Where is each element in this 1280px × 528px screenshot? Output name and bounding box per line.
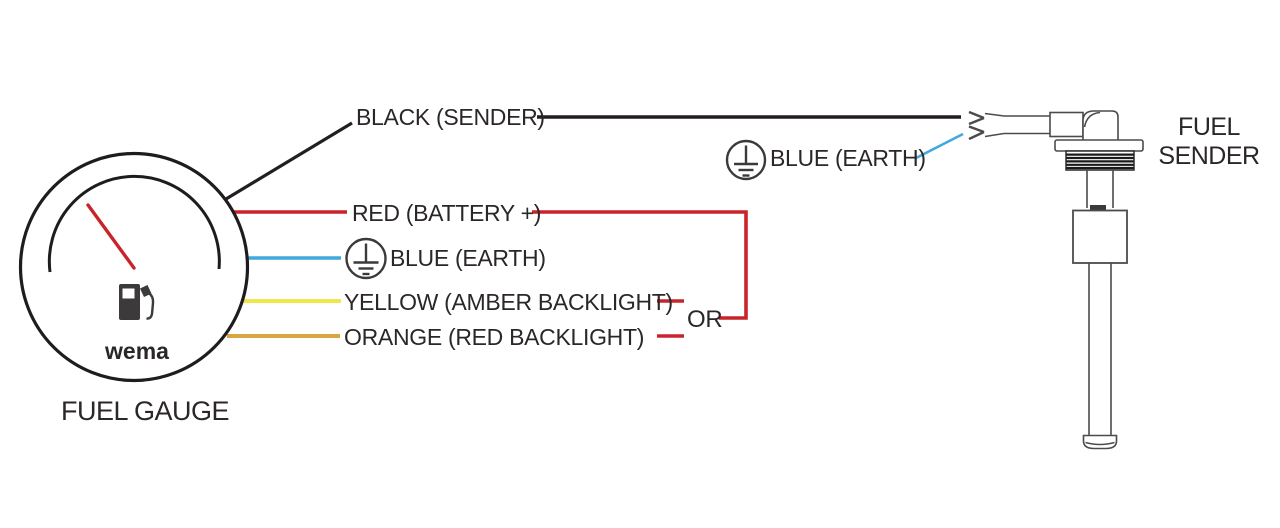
fuel-sender-caption-line1: FUEL: [1178, 113, 1240, 141]
wire-label-yellow-backlight: YELLOW (AMBER BACKLIGHT): [344, 289, 673, 315]
sender-cable: [984, 132, 1050, 138]
fuel-sender-caption: FUEL SENDER: [1149, 113, 1269, 171]
spade-terminal-icon: [968, 110, 985, 126]
wire-red-battery: [234, 210, 748, 320]
sender-cable-gland: [1049, 111, 1084, 138]
wire-label-blue-earth-gauge: BLUE (EARTH): [390, 245, 546, 271]
sender-elbow: [1082, 110, 1119, 142]
fuel-pump-icon: [119, 284, 155, 320]
wire-label-black-sender: BLACK (SENDER): [356, 104, 545, 130]
wire-blue-earth-sender: [915, 132, 964, 160]
earth-ground-icon: [345, 237, 387, 280]
sender-cable: [984, 112, 1050, 117]
wire-red-or-bracket: [532, 210, 748, 320]
wire-red-backlight-stubs: [657, 299, 684, 338]
fuel-gauge-caption: FUEL GAUGE: [61, 396, 230, 426]
sender-elbow-bend-line: [1083, 111, 1101, 128]
fuel-sender-caption-line2: SENDER: [1158, 142, 1260, 170]
sender-end-cap-line: [1085, 441, 1115, 446]
sender-end-cap: [1082, 434, 1118, 450]
spade-terminal-icon: [968, 125, 985, 141]
sender-threads: [1065, 150, 1135, 171]
gauge-brand-label: wema: [105, 338, 169, 364]
wire-label-red-battery: RED (BATTERY +): [352, 200, 542, 226]
earth-ground-icon: [725, 139, 767, 181]
fuel-gauge-drawing: [18, 151, 250, 383]
wire-label-blue-earth-sender: BLUE (EARTH): [770, 145, 926, 171]
gauge-needle: [86, 203, 136, 270]
fuel-sender-drawing: [968, 110, 1144, 450]
wire-label-orange-backlight: ORANGE (RED BACKLIGHT): [344, 324, 645, 350]
or-label: OR: [687, 306, 723, 333]
sender-float: [1072, 209, 1128, 264]
sender-flange: [1054, 139, 1144, 152]
sender-float-pin: [1090, 205, 1106, 211]
wire-black-sender: [225, 115, 961, 201]
gauge-dial-arc: [47, 174, 221, 273]
